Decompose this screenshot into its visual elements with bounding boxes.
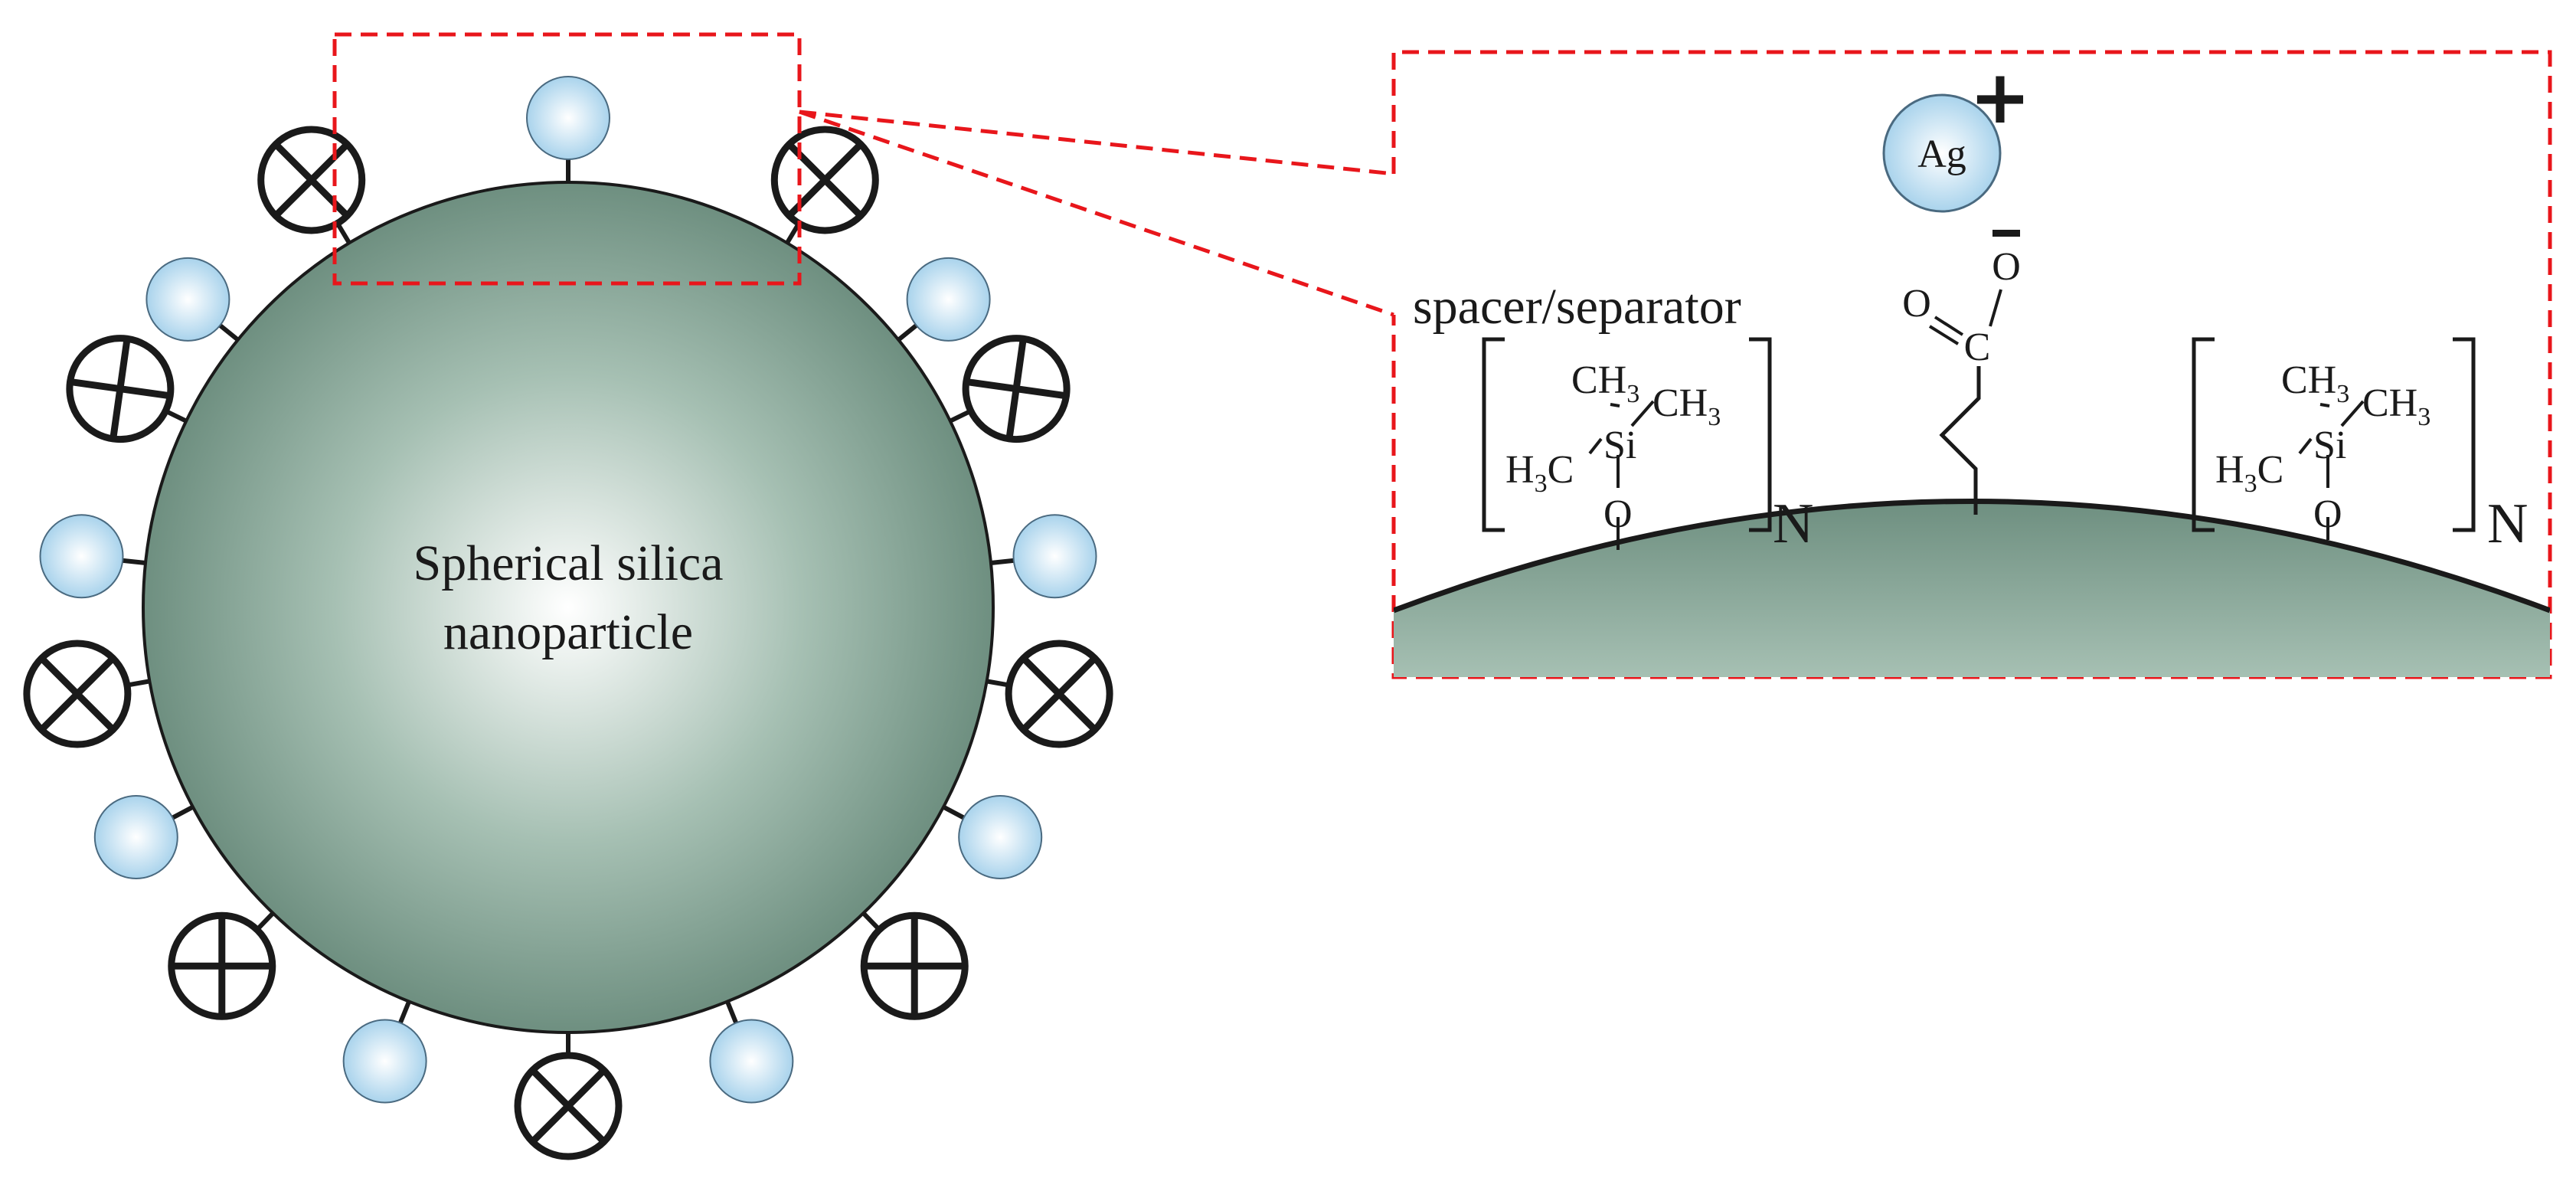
bead-group-icon	[145, 257, 230, 342]
zoom-connector-upper	[799, 110, 1394, 176]
silver-ion: Ag +	[1882, 54, 2031, 213]
si-atom-right: Si	[2313, 424, 2346, 467]
carbonyl-oxygen: O	[1902, 282, 1931, 326]
bracket-left-open	[1482, 337, 1505, 532]
ch3-right-left: CH3	[1652, 381, 1721, 431]
silver-ion-symbol: Ag	[1917, 133, 1966, 176]
cross-group-icon	[1005, 640, 1113, 748]
silica-sphere	[142, 181, 995, 1034]
bracket-left-close	[1749, 337, 1772, 532]
h3c-right: H3C	[2215, 448, 2283, 498]
linker-stem	[990, 558, 1016, 565]
zoom-connector-lower	[799, 110, 1394, 317]
cross-group-icon	[770, 126, 879, 234]
zoom-outline	[799, 50, 2552, 679]
nanoparticle-diagram: Spherical silica nanoparticle	[23, 76, 1113, 1160]
cross-group-icon	[257, 126, 366, 234]
negative-charge-text: −	[0, 0, 1, 1]
bead-group-icon	[958, 794, 1043, 879]
silver-ion-sphere	[1882, 93, 2002, 213]
ch3-top-left: CH3	[1571, 358, 1639, 408]
o-atom-left: O	[1603, 492, 1633, 536]
carbonyl-carbon: C	[1964, 326, 1991, 369]
si-bonds-right	[2298, 400, 2365, 540]
linker-stem	[942, 804, 966, 821]
cross-group-icon	[168, 911, 276, 1020]
bracket-right-close	[2453, 337, 2476, 532]
zoom-box	[1391, 50, 2552, 679]
zoomed-surface	[1394, 501, 2550, 677]
negative-charge-mark	[1992, 230, 2020, 237]
bead-group-icon	[709, 1019, 794, 1104]
alkyl-chain	[1939, 366, 1981, 515]
c-o-double-bond	[1928, 316, 1964, 345]
cross-group-icon	[23, 640, 132, 748]
silver-ion-charge: +	[1970, 54, 2031, 140]
spacer-group-right: N Si O CH3 CH3 H3C	[2192, 337, 2528, 555]
spacer-group-left: N Si O CH3 CH3 H3C	[1482, 337, 1813, 555]
c-o-single-bond	[1989, 289, 2002, 327]
si-atom-left: Si	[1603, 424, 1636, 467]
linker-stem	[170, 804, 195, 821]
zoom-panel: spacer/separator C O O − Ag + N Si O	[0, 0, 2550, 677]
ch3-right-right: CH3	[2362, 381, 2431, 431]
carboxylate-oxygen: O	[1992, 245, 2021, 289]
bead-group-icon	[342, 1019, 427, 1104]
carboxylate-group: C O O −	[0, 0, 2021, 515]
bead-group-icon	[906, 257, 991, 342]
bead-group-icon	[526, 76, 610, 160]
cross-group-icon	[962, 335, 1071, 443]
linker-stem	[397, 1000, 411, 1026]
repeat-count-left: N	[1773, 492, 1813, 555]
spacer-label: spacer/separator	[1413, 279, 1741, 335]
bead-group-icon	[1012, 514, 1097, 599]
linker-stem	[725, 1000, 739, 1026]
bead-group-icon	[93, 794, 178, 879]
surface-edge	[1394, 499, 2550, 614]
particle-label-line2: nanoparticle	[443, 604, 693, 660]
o-atom-right: O	[2313, 492, 2342, 536]
linker-stem	[217, 322, 240, 342]
repeat-count-right: N	[2487, 492, 2528, 555]
linker-stem	[897, 322, 920, 342]
particle-label-line1: Spherical silica	[413, 535, 723, 591]
cross-group-icon	[860, 911, 969, 1020]
cross-group-icon	[514, 1052, 623, 1160]
ch3-top-right: CH3	[2281, 358, 2349, 408]
h3c-left: H3C	[1505, 448, 1574, 498]
bracket-right-open	[2192, 337, 2215, 532]
linker-stem	[120, 558, 146, 565]
si-bonds-left	[1588, 400, 1655, 550]
highlight-box	[332, 32, 802, 286]
bead-group-icon	[39, 514, 124, 599]
cross-group-icon	[66, 335, 175, 443]
